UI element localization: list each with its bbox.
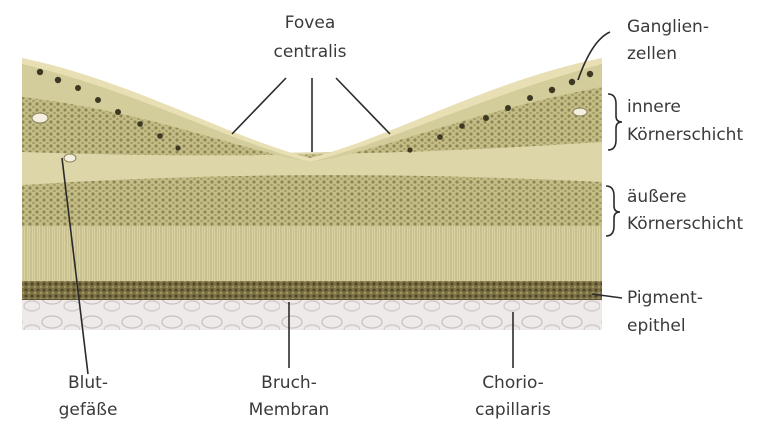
- label-aeussere-koernerschicht: äußere Körnerschicht: [627, 187, 743, 234]
- label-fovea-line2: centralis: [274, 42, 347, 62]
- choroid-layer: [22, 300, 602, 330]
- label-blut-line1: Blut-: [68, 373, 108, 393]
- label-innere-line1: innere: [627, 97, 681, 117]
- label-aeussere-line2: Körnerschicht: [627, 214, 743, 234]
- label-fovea-line1: Fovea: [285, 13, 336, 33]
- label-blut-line2: gefäße: [59, 400, 118, 420]
- label-pigment-line2: epithel: [627, 316, 686, 336]
- label-blutgefaesse: Blut- gefäße: [59, 373, 118, 420]
- label-innere-koernerschicht: innere Körnerschicht: [627, 97, 743, 145]
- label-pigmentepithel: Pigment- epithel: [627, 288, 703, 336]
- label-innere-line2: Körnerschicht: [627, 125, 743, 145]
- label-bruch-line1: Bruch-: [261, 373, 317, 393]
- label-aeussere-line1: äußere: [627, 187, 686, 207]
- photoreceptor-layer: [22, 225, 602, 281]
- label-choriocapillaris: Chorio- capillaris: [475, 373, 551, 420]
- label-ganglien-line1: Ganglien-: [627, 17, 709, 37]
- label-bruch-membran: Bruch- Membran: [249, 373, 330, 420]
- pigment-epithelium-layer: [22, 280, 602, 299]
- label-pigment-line1: Pigment-: [627, 288, 703, 308]
- outer-nuclear-layer: [22, 173, 602, 226]
- label-chorio-line2: capillaris: [475, 400, 551, 420]
- label-fovea-centralis: Fovea centralis: [274, 13, 347, 62]
- label-bruch-line2: Membran: [249, 400, 330, 420]
- label-ganglien-line2: zellen: [627, 44, 677, 64]
- label-ganglienzellen: Ganglien- zellen: [627, 17, 709, 64]
- label-chorio-line1: Chorio-: [482, 373, 544, 393]
